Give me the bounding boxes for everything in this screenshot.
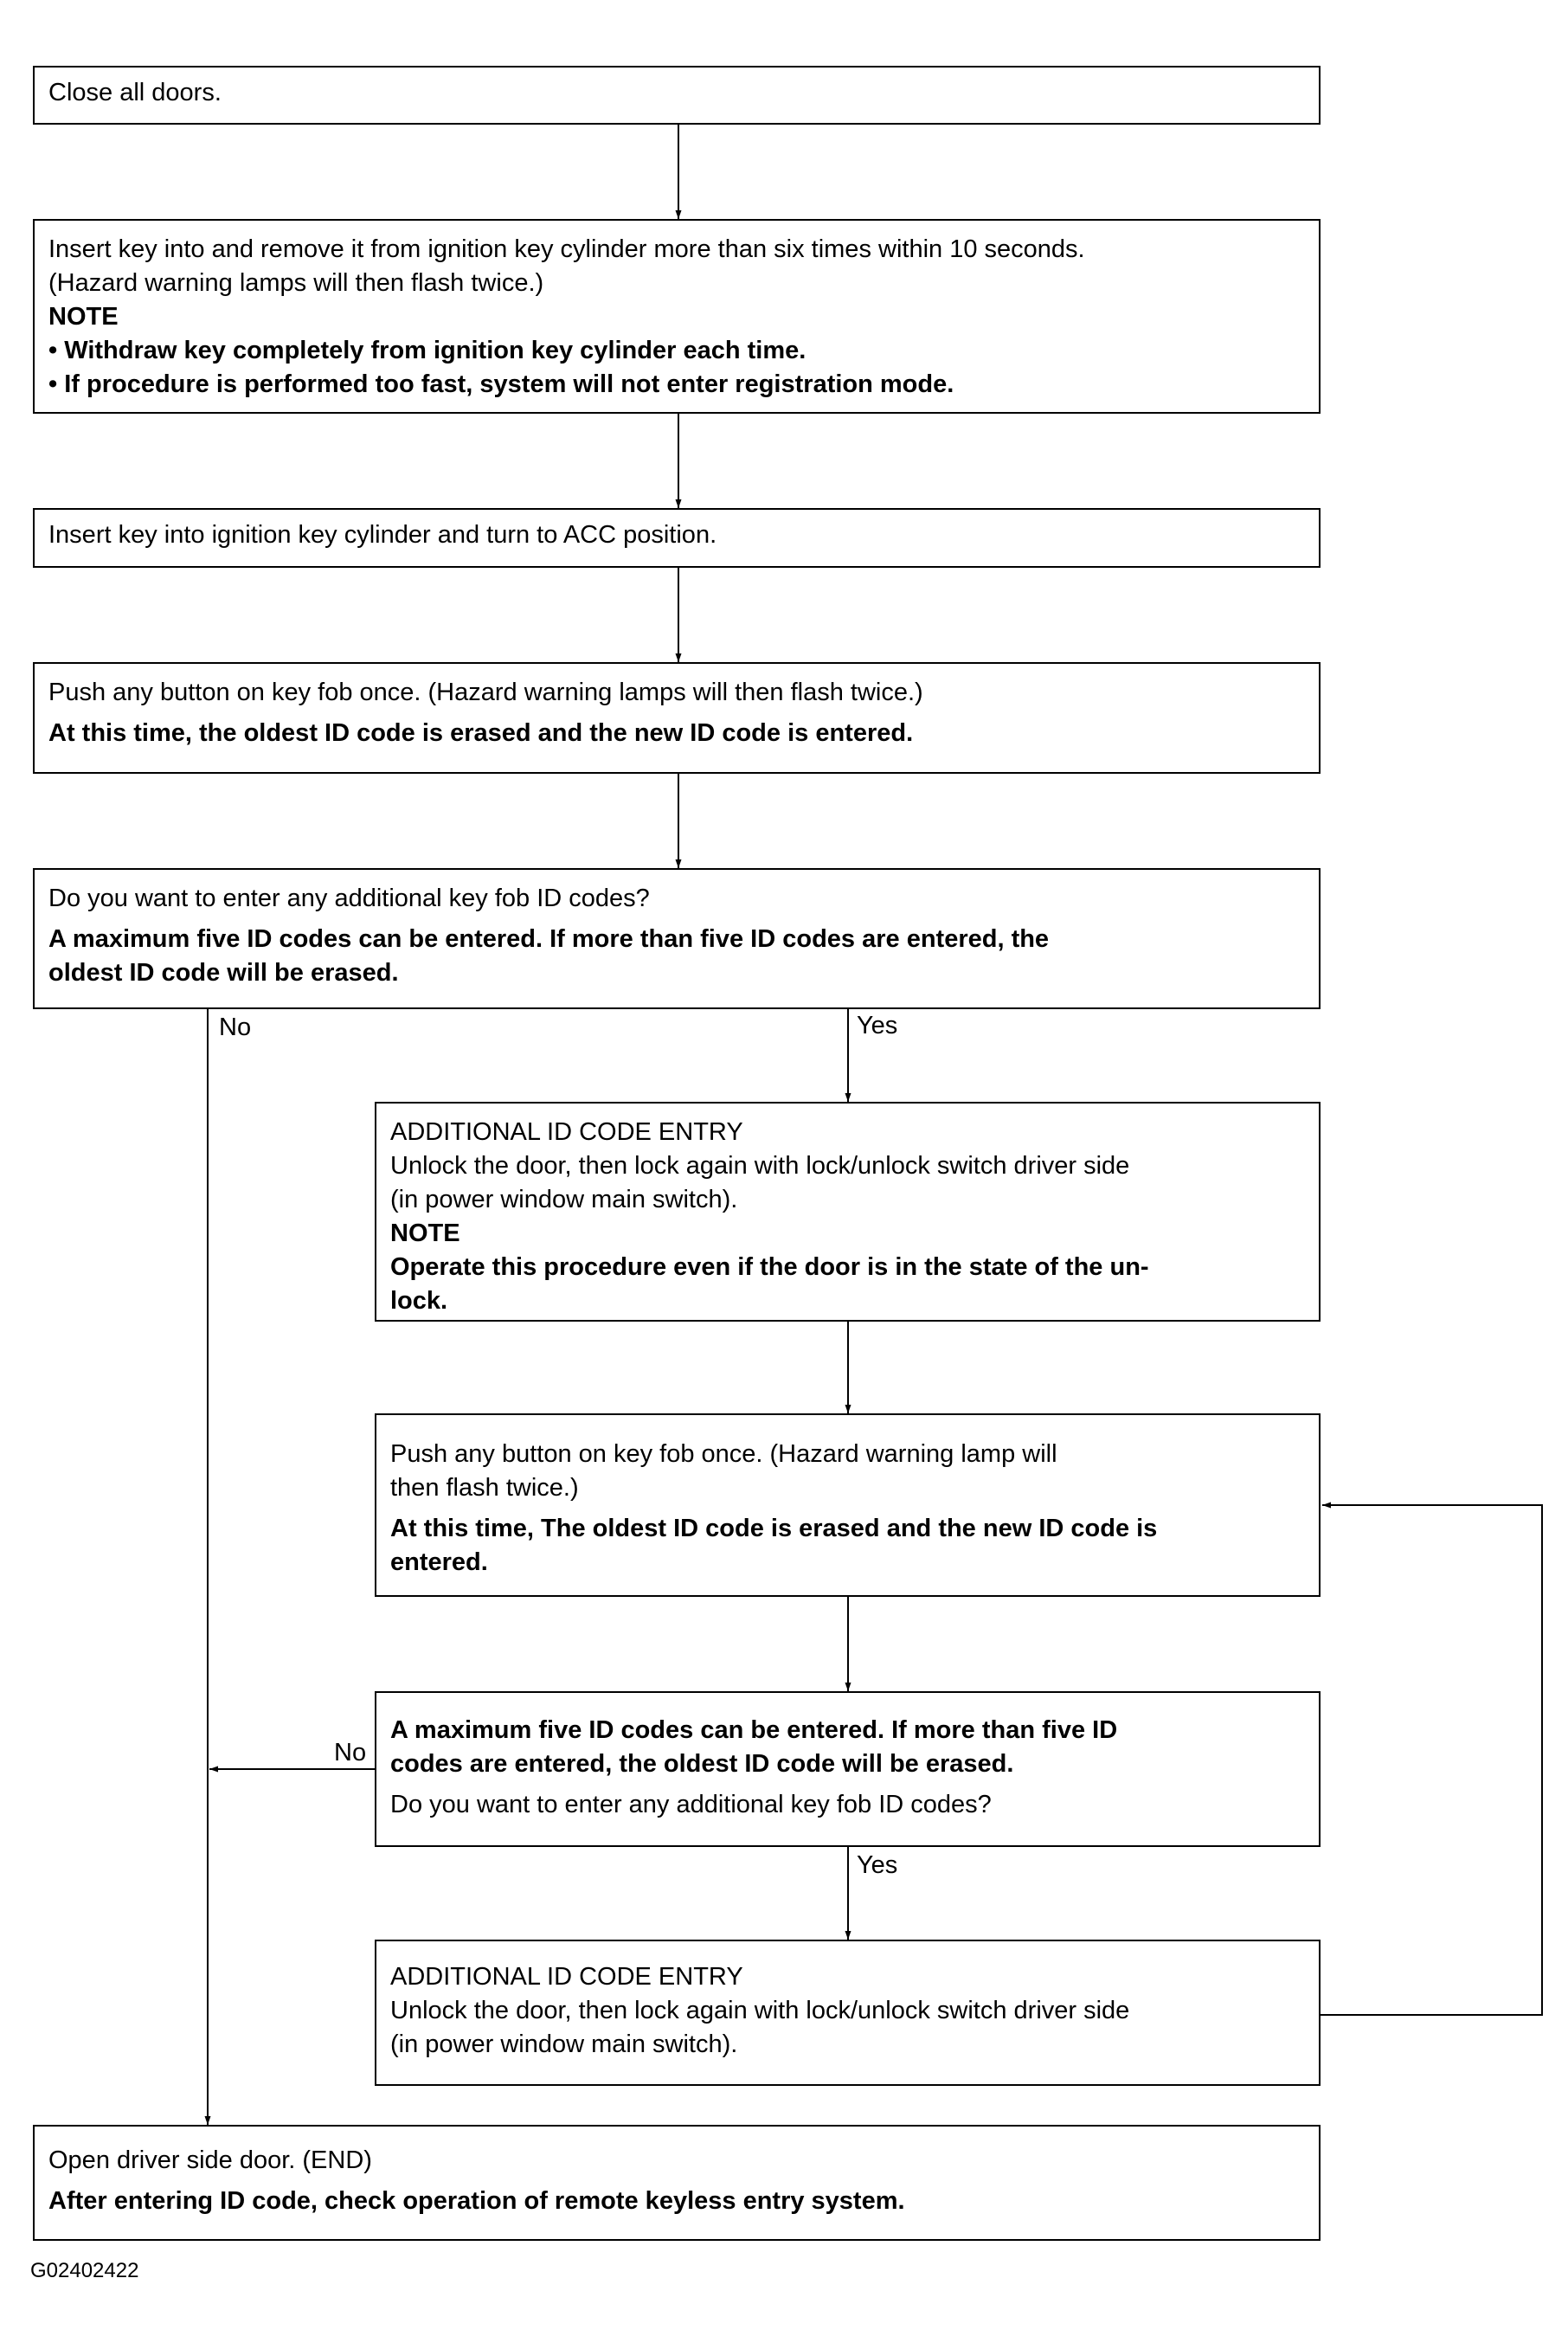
note-heading: NOTE	[390, 1219, 460, 1247]
step-text: Unlock the door, then lock again with lo…	[390, 1997, 1130, 2024]
decision-additional-codes: Do you want to enter any additional key …	[33, 868, 1321, 1009]
decision-question: Do you want to enter any additional key …	[390, 1791, 992, 1818]
step-open-driver-door-end: Open driver side door. (END) After enter…	[33, 2125, 1321, 2241]
step-text: (in power window main switch).	[390, 1186, 738, 1213]
step-emphasis: At this time, The oldest ID code is eras…	[390, 1515, 1158, 1542]
decision-more-codes: A maximum five ID codes can be entered. …	[375, 1691, 1321, 1847]
branch-label-no: No	[219, 1014, 252, 1041]
step-additional-code-entry: ADDITIONAL ID CODE ENTRY Unlock the door…	[375, 1102, 1321, 1322]
note-bullet: • Withdraw key completely from ignition …	[48, 337, 806, 364]
step-text: Push any button on key fob once. (Hazard…	[48, 679, 923, 706]
arrow-s9-loop-to-s7	[1321, 1502, 1543, 2016]
step-insert-remove-key: Insert key into and remove it from ignit…	[33, 219, 1321, 414]
step-push-fob-button: Push any button on key fob once. (Hazard…	[33, 662, 1321, 774]
step-heading: ADDITIONAL ID CODE ENTRY	[390, 1118, 743, 1146]
decision-note: oldest ID code will be erased.	[48, 959, 399, 987]
decision-note: A maximum five ID codes can be entered. …	[390, 1716, 1118, 1744]
step-text: Insert key into ignition key cylinder an…	[48, 521, 717, 549]
step-close-doors: Close all doors.	[33, 66, 1321, 125]
figure-code: G02402422	[30, 2259, 139, 2282]
decision-note: A maximum five ID codes can be entered. …	[48, 925, 1050, 953]
step-emphasis: At this time, the oldest ID code is eras…	[48, 719, 914, 747]
decision-note: codes are entered, the oldest ID code wi…	[390, 1750, 1014, 1778]
step-turn-to-acc: Insert key into ignition key cylinder an…	[33, 508, 1321, 568]
branch-label-yes: Yes	[857, 1012, 898, 1039]
step-text: Push any button on key fob once. (Hazard…	[390, 1440, 1057, 1468]
note-text: Operate this procedure even if the door …	[390, 1253, 1149, 1281]
step-text: (in power window main switch).	[390, 2030, 738, 2058]
branch-label-no: No	[334, 1739, 367, 1766]
note-bullet: • If procedure is performed too fast, sy…	[48, 370, 954, 398]
step-heading: ADDITIONAL ID CODE ENTRY	[390, 1963, 743, 1991]
step-text: Close all doors.	[48, 79, 222, 106]
step-additional-code-entry-repeat: ADDITIONAL ID CODE ENTRY Unlock the door…	[375, 1940, 1321, 2086]
step-text: Unlock the door, then lock again with lo…	[390, 1152, 1130, 1180]
step-text: Insert key into and remove it from ignit…	[48, 235, 1085, 263]
step-push-fob-button-again: Push any button on key fob once. (Hazard…	[375, 1413, 1321, 1597]
step-text: (Hazard warning lamps will then flash tw…	[48, 269, 544, 297]
step-text: then flash twice.)	[390, 1474, 579, 1502]
decision-question: Do you want to enter any additional key …	[48, 885, 650, 912]
step-text: Open driver side door. (END)	[48, 2146, 372, 2174]
note-text: lock.	[390, 1287, 448, 1315]
step-emphasis: After entering ID code, check operation …	[48, 2187, 905, 2215]
note-heading: NOTE	[48, 303, 119, 331]
step-emphasis: entered.	[390, 1548, 488, 1576]
branch-label-yes: Yes	[857, 1851, 898, 1879]
